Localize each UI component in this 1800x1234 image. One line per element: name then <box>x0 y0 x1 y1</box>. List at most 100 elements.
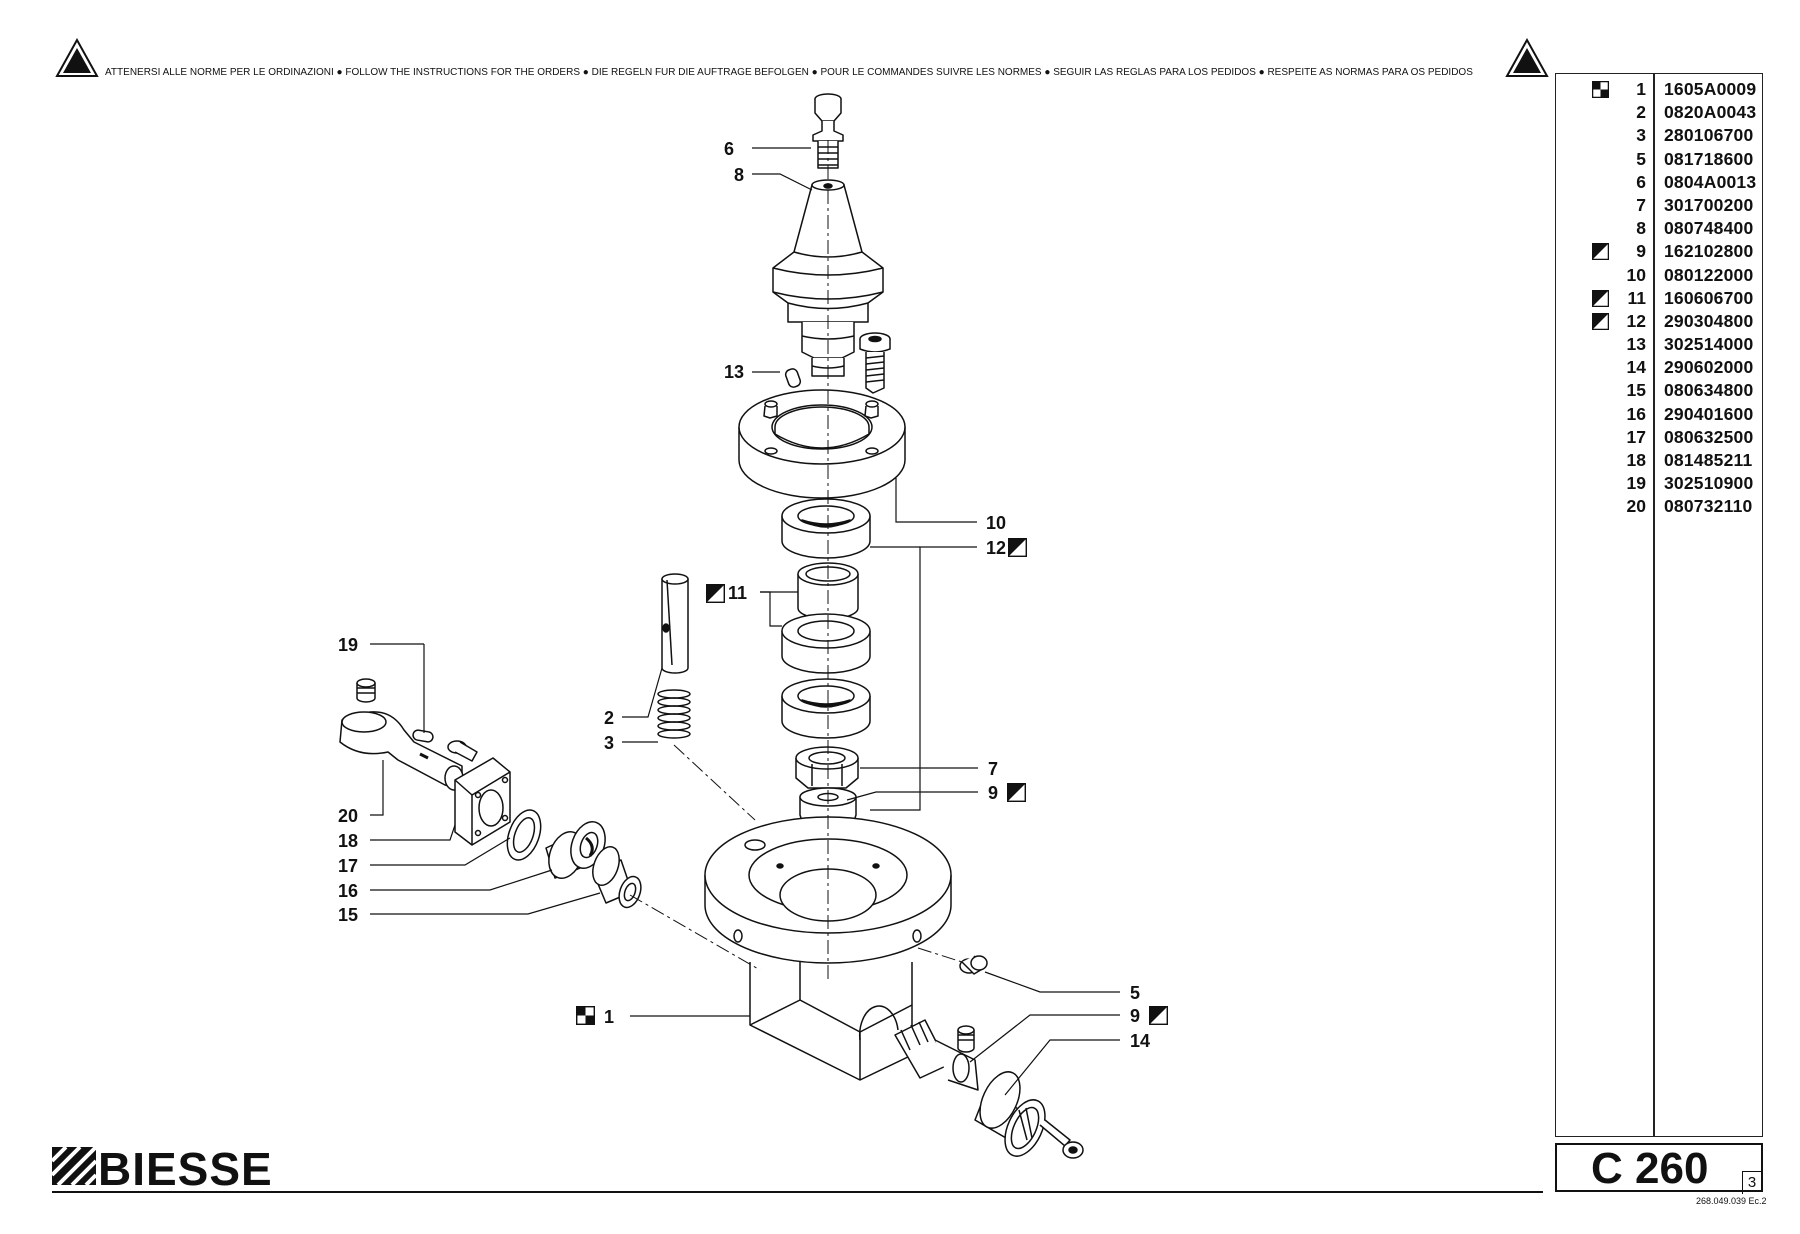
diagonal-symbol-icon <box>1007 783 1026 802</box>
part-code: 290401600 <box>1664 403 1754 424</box>
part-code: 080634800 <box>1664 380 1754 401</box>
sheet-number: 3 <box>1742 1171 1761 1194</box>
set-screw-lower <box>957 1025 975 1053</box>
callout-19: 19 <box>338 635 358 655</box>
spacer-ring-part-11 <box>781 613 871 674</box>
parts-row: 12 290304800 <box>1556 310 1762 333</box>
part-code: 1605A0009 <box>1664 79 1757 99</box>
callout-15: 15 <box>338 905 358 925</box>
callout-3: 3 <box>604 733 614 753</box>
pull-stud-part-6 <box>812 93 844 169</box>
checker-symbol-icon <box>576 1006 595 1025</box>
part-number: 15 <box>1626 380 1646 401</box>
part-code: 290602000 <box>1664 357 1754 378</box>
column-divider <box>1653 74 1655 1136</box>
part-number: 12 <box>1626 310 1646 331</box>
diagonal-symbol-icon <box>1592 289 1609 307</box>
part-number: 11 <box>1627 287 1647 308</box>
centre-lines <box>629 140 963 980</box>
part-code: 081718600 <box>1664 148 1754 169</box>
callout-12: 12 <box>986 538 1006 558</box>
part-code: 080748400 <box>1664 218 1754 239</box>
parts-row: 9 162102800 <box>1556 240 1762 263</box>
callout-6: 6 <box>724 139 734 159</box>
parts-drawing <box>339 93 1084 1159</box>
part-code: 302514000 <box>1664 334 1754 355</box>
document-reference: 268.049.039 Ec.2 <box>1696 1196 1767 1206</box>
biesse-stripes-icon <box>50 1145 98 1187</box>
callout-1: 1 <box>604 1007 614 1027</box>
callout-13: 13 <box>724 362 744 382</box>
model-title-block: C 260 3 <box>1555 1143 1763 1194</box>
parts-row: 1 1605A0009 <box>1556 78 1762 101</box>
part-code: 0804A0013 <box>1664 171 1757 192</box>
seal-ring-part-17 <box>506 809 542 861</box>
part-number: 8 <box>1636 218 1646 239</box>
part-code: 081485211 <box>1664 450 1753 470</box>
spring-part-3 <box>657 689 691 739</box>
ring-nut-part-7 <box>795 746 859 789</box>
part-code: 280106700 <box>1664 125 1754 146</box>
set-screw-left <box>356 678 376 703</box>
parts-row: 7 301700200 <box>1556 194 1762 217</box>
callout-9-lower: 9 <box>1130 1006 1140 1026</box>
part-number: 13 <box>1626 334 1646 355</box>
callout-17: 17 <box>338 856 358 876</box>
callout-10: 10 <box>986 513 1006 533</box>
part-code: 080732110 <box>1664 496 1753 517</box>
callout-20: 20 <box>338 806 358 826</box>
callout-11: 11 <box>728 583 747 603</box>
flange-ring-part-10 <box>738 389 906 499</box>
square-flange-part-18 <box>454 757 511 846</box>
model-title: C 260 <box>1591 1144 1709 1193</box>
diagonal-symbol-icon <box>706 584 725 603</box>
diagonal-symbol-icon <box>1592 243 1609 261</box>
checker-symbol-icon <box>1592 81 1609 98</box>
callout-7: 7 <box>988 759 998 779</box>
part-number: 20 <box>1626 496 1646 517</box>
part-number: 18 <box>1626 450 1646 470</box>
bearing-part-12-lower <box>781 678 871 739</box>
part-code: 162102800 <box>1664 241 1754 262</box>
part-number: 19 <box>1626 473 1646 494</box>
part-code: 301700200 <box>1664 194 1754 215</box>
warning-triangle-icon <box>55 37 99 77</box>
key-part-13 <box>784 368 802 388</box>
part-number: 17 <box>1626 426 1646 447</box>
needle-bearing-part-14 <box>974 1071 1046 1157</box>
brand-name: BIESSE <box>98 1143 273 1195</box>
part-number: 9 <box>1636 241 1646 262</box>
cap-screw-18 <box>447 740 478 762</box>
parts-row: 18 081485211 <box>1556 449 1762 472</box>
part-code: 290304800 <box>1664 310 1754 331</box>
part-number: 6 <box>1636 171 1646 192</box>
bearing-part-16 <box>545 821 606 879</box>
callout-18: 18 <box>338 831 358 851</box>
leader-lines <box>370 147 1120 1096</box>
bushing-part-15 <box>592 846 642 909</box>
bearing-part-12-upper <box>781 498 871 559</box>
parts-row: 13 302514000 <box>1556 333 1762 356</box>
parts-row: 6 0804A0013 <box>1556 171 1762 194</box>
callout-16: 16 <box>338 881 358 901</box>
callout-8: 8 <box>734 165 744 185</box>
diagonal-symbol-icon <box>1008 538 1027 557</box>
part-code: 080632500 <box>1664 426 1754 447</box>
callout-5: 5 <box>1130 983 1140 1003</box>
key-part-19 <box>412 729 434 743</box>
callout-14: 14 <box>1130 1031 1150 1051</box>
plug-part-5 <box>959 955 988 975</box>
part-number: 1 <box>1636 79 1646 99</box>
part-number: 7 <box>1636 194 1646 215</box>
parts-row: 20 080732110 <box>1556 495 1762 518</box>
flange-screw <box>859 332 891 394</box>
